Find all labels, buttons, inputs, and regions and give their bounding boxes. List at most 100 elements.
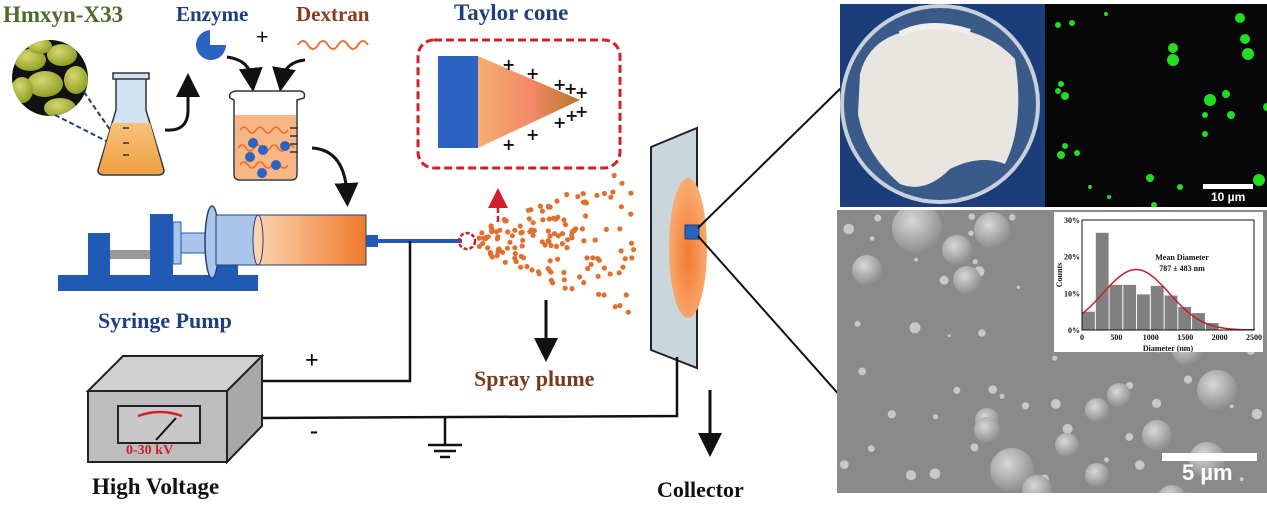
droplet xyxy=(595,273,601,279)
sem-particle xyxy=(1052,355,1058,361)
droplet xyxy=(581,238,587,244)
fluorescent-particle xyxy=(1263,103,1267,111)
droplet xyxy=(592,237,598,243)
droplet xyxy=(481,235,487,241)
arrow-flask-to-enzyme xyxy=(164,73,200,132)
sem-scale-bar xyxy=(1162,453,1257,461)
droplet xyxy=(520,237,526,243)
fluorescent-particle xyxy=(1069,20,1075,26)
dextran-chain-icon xyxy=(297,40,369,50)
sem-particle xyxy=(909,322,921,334)
droplet xyxy=(480,240,486,246)
sem-particle xyxy=(1183,375,1193,384)
sem-particle xyxy=(905,470,917,481)
sem-particle xyxy=(1104,457,1109,463)
x-tick-label: 2000 xyxy=(1212,333,1228,342)
sem-particle xyxy=(839,460,849,469)
droplet xyxy=(561,269,567,276)
droplet xyxy=(526,216,532,222)
fluorescence-scale-bar xyxy=(1203,184,1253,189)
sem-particle xyxy=(947,334,951,338)
sem-microsphere xyxy=(942,235,972,265)
droplet xyxy=(575,194,581,200)
sem-particle xyxy=(988,385,997,394)
droplet xyxy=(553,243,560,249)
fluorescent-particle xyxy=(1168,43,1178,53)
droplet xyxy=(489,254,495,260)
droplet xyxy=(629,255,635,261)
fluorescent-particle xyxy=(1107,195,1111,199)
droplet xyxy=(539,208,546,214)
needle-tip-highlight xyxy=(457,231,477,251)
sem-particle xyxy=(968,213,976,220)
fluorescent-particle xyxy=(1062,143,1068,149)
fluorescent-particle xyxy=(1146,174,1154,182)
mixing-beaker xyxy=(228,90,306,181)
droplet xyxy=(528,227,535,233)
histogram-bar xyxy=(1137,294,1150,330)
droplet xyxy=(569,235,575,241)
arrow-beaker-to-syringe xyxy=(311,146,359,207)
sem-particle xyxy=(972,259,978,265)
y-tick-label: 30% xyxy=(1064,216,1080,225)
sem-microsphere xyxy=(892,210,942,253)
sem-microsphere xyxy=(852,255,882,285)
droplet xyxy=(545,238,551,244)
droplet xyxy=(502,259,508,265)
droplet xyxy=(535,269,542,275)
droplet xyxy=(494,253,500,259)
fluorescent-particle xyxy=(1074,150,1080,156)
droplet xyxy=(590,255,596,261)
droplet xyxy=(512,251,518,257)
svg-text:+: + xyxy=(502,55,515,74)
fluorescent-particle xyxy=(1088,185,1092,189)
droplet xyxy=(562,285,568,291)
fluorescence-scale-label: 10 µm xyxy=(1211,190,1246,204)
droplet xyxy=(476,235,482,241)
droplet xyxy=(496,246,502,252)
droplet xyxy=(607,271,613,277)
fluorescent-particle xyxy=(1202,112,1208,118)
collector-label: Collector xyxy=(657,477,744,502)
droplet xyxy=(528,207,534,213)
droplet xyxy=(601,292,607,298)
positive-wire xyxy=(262,241,412,383)
droplet xyxy=(507,239,513,245)
droplet xyxy=(519,229,525,235)
spray-droplets xyxy=(476,172,637,315)
droplet xyxy=(539,239,545,245)
droplet xyxy=(540,217,546,223)
sem-particle xyxy=(953,386,961,394)
dextran-label: Dextran xyxy=(296,2,370,26)
x-tick-label: 500 xyxy=(1110,333,1122,342)
droplet xyxy=(628,240,635,246)
droplet xyxy=(553,216,559,222)
droplet xyxy=(537,203,544,209)
droplet xyxy=(564,245,570,251)
high-voltage-label: High Voltage xyxy=(92,474,220,499)
y-tick-label: 10% xyxy=(1064,289,1080,298)
y-tick-label: 0% xyxy=(1068,326,1080,335)
droplet xyxy=(588,261,594,268)
sem-microsphere xyxy=(974,212,1010,248)
sem-particle xyxy=(867,445,875,452)
droplet xyxy=(596,291,602,297)
x-tick-label: 0 xyxy=(1080,333,1084,342)
droplet xyxy=(485,245,491,251)
enzyme-label: Enzyme xyxy=(176,2,249,26)
droplet xyxy=(577,274,583,280)
high-voltage-supply xyxy=(85,353,265,465)
sem-particle xyxy=(932,414,939,420)
sem-microsphere xyxy=(953,266,981,294)
svg-text:+: + xyxy=(526,64,539,83)
droplet xyxy=(555,256,561,262)
droplet xyxy=(623,292,629,298)
sem-particle xyxy=(939,275,949,285)
sem-particle xyxy=(978,329,986,337)
droplet xyxy=(530,232,536,238)
droplet xyxy=(561,217,567,223)
y-tick-label: 20% xyxy=(1064,253,1080,262)
histogram-bar xyxy=(1178,306,1192,330)
svg-text:+: + xyxy=(564,79,577,98)
droplet xyxy=(555,233,562,239)
